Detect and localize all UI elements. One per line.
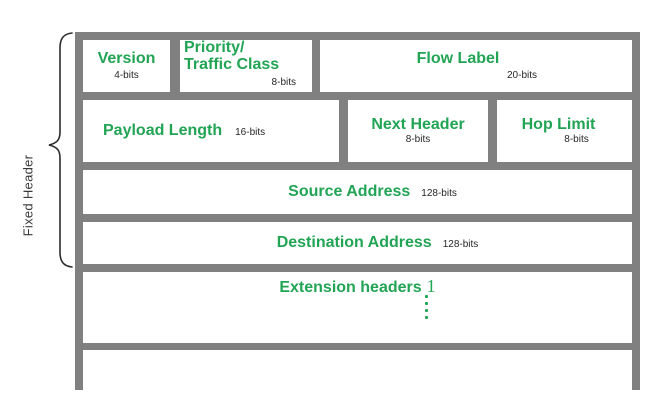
field-traffic-class: Priority/ Traffic Class 8-bits [180,39,312,92]
flow-label: Flow Label [416,49,500,67]
priority-label-line2: Traffic Class [184,56,280,74]
right-border-bar [632,222,640,264]
field-source-address: Source Address 128-bits [83,170,632,214]
left-border-bar [75,40,83,92]
version-bits: 4-bits [114,69,139,81]
field-flow-label: Flow Label 20-bits [320,40,632,92]
flow-bits: 20-bits [506,70,537,82]
hop-limit-label: Hop Limit [521,115,596,133]
divider-bar [75,92,640,100]
extension-headers-index: 1 [426,276,436,296]
hop-limit-bits: 8-bits [564,134,589,146]
left-border-bar [75,170,83,214]
right-border-bar [632,272,640,343]
grid-bar [170,40,180,92]
destination-address-bits: 128-bits [442,238,479,250]
dot-icon [425,295,428,298]
next-header-label: Next Header [371,115,465,133]
field-hop-limit: Hop Limit 8-bits [497,100,632,162]
left-border-bar [75,222,83,264]
right-border-bar [632,350,640,390]
divider-bar [75,162,640,170]
dot-icon [425,309,428,312]
right-border-bar [632,170,640,214]
grid-bar [339,100,348,162]
header-table: Version 4-bits Priority/ Traffic Class 8… [75,32,640,390]
priority-bits: 8-bits [271,77,296,88]
field-destination-address: Destination Address 128-bits [83,222,632,264]
row-2: Payload Length 16-bits Next Header 8-bit… [75,100,640,162]
destination-line: Destination Address 128-bits [277,234,479,252]
right-border-bar [632,40,640,92]
divider-bar [75,264,640,272]
next-header-bits: 8-bits [405,134,431,146]
field-extension-headers: Extension headers 1 [83,272,632,343]
left-border-bar [75,100,83,162]
fixed-header-label: Fixed Header [20,154,36,237]
dot-icon [425,302,428,305]
source-address-bits: 128-bits [421,187,457,199]
divider-bar [75,343,640,350]
destination-address-label: Destination Address [276,233,432,251]
right-border-bar [632,100,640,162]
field-version: Version 4-bits [83,40,170,92]
row-6-open [75,350,640,390]
grid-bar [312,40,320,92]
row-5: Extension headers 1 [75,272,640,343]
divider-bar [75,214,640,222]
ellipsis-dots [425,295,428,319]
dot-icon [425,316,428,319]
version-label: Version [97,50,156,68]
row-1: Version 4-bits Priority/ Traffic Class 8… [75,39,640,92]
grid-bar [488,100,497,162]
priority-label-line1: Priority/ [184,39,245,56]
source-line: Source Address 128-bits [288,183,457,201]
field-payload-length: Payload Length 16-bits [83,100,339,162]
payload-line: Payload Length 16-bits [83,122,265,140]
left-border-bar [75,272,83,343]
row-4: Destination Address 128-bits [75,222,640,264]
open-payload-area [83,350,632,390]
field-next-header: Next Header 8-bits [348,100,488,162]
row-3: Source Address 128-bits [75,170,640,214]
extension-headers-label: Extension headers [279,279,422,296]
payload-bits: 16-bits [235,126,266,138]
source-address-label: Source Address [288,182,411,200]
extension-headers-line: Extension headers 1 [279,272,435,297]
payload-label: Payload Length [103,121,223,139]
top-border-bar [75,32,640,40]
fixed-header-brace [48,32,73,268]
left-border-bar [75,350,83,390]
